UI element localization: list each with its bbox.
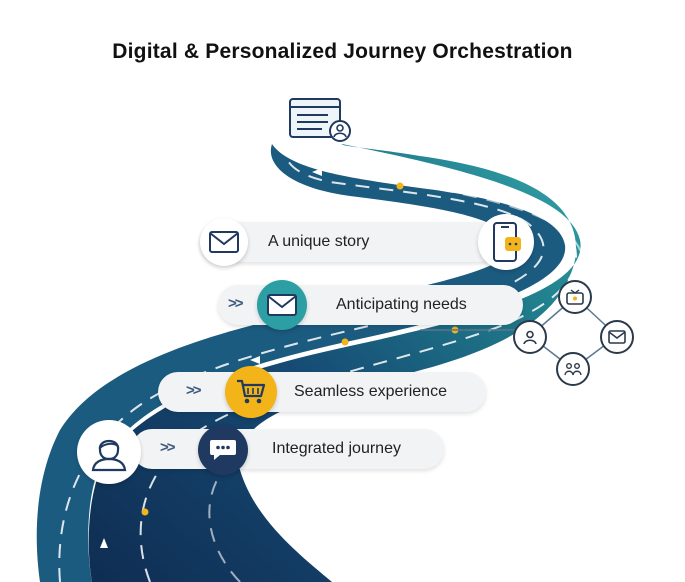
step-label: Seamless experience bbox=[294, 383, 447, 400]
chevron-right-icon: >> bbox=[160, 439, 175, 456]
user-icon bbox=[513, 320, 547, 354]
step-unique-story: A unique story bbox=[200, 222, 500, 262]
chevron-right-icon: >> bbox=[228, 295, 243, 312]
envelope-icon bbox=[200, 218, 248, 266]
shopping-cart-icon bbox=[225, 366, 277, 418]
smartphone-chat-icon bbox=[478, 214, 534, 270]
people-icon bbox=[556, 352, 590, 386]
step-seamless-experience: >> Seamless experience bbox=[158, 372, 486, 412]
step-integrated-journey: >> Integrated journey bbox=[132, 429, 444, 469]
lane-line-3 bbox=[208, 153, 586, 582]
envelope-icon bbox=[600, 320, 634, 354]
chevron-right-icon: >> bbox=[186, 382, 201, 399]
chat-bubble-icon bbox=[198, 425, 248, 475]
tv-icon bbox=[558, 280, 592, 314]
step-label: Anticipating needs bbox=[336, 296, 467, 313]
envelope-icon bbox=[257, 280, 307, 330]
web-profile-icon bbox=[288, 97, 352, 143]
step-label: Integrated journey bbox=[272, 440, 401, 457]
person-icon bbox=[77, 420, 141, 484]
step-label: A unique story bbox=[268, 233, 370, 250]
yellow-dots bbox=[141, 182, 459, 516]
page-title: Digital & Personalized Journey Orchestra… bbox=[112, 40, 573, 63]
